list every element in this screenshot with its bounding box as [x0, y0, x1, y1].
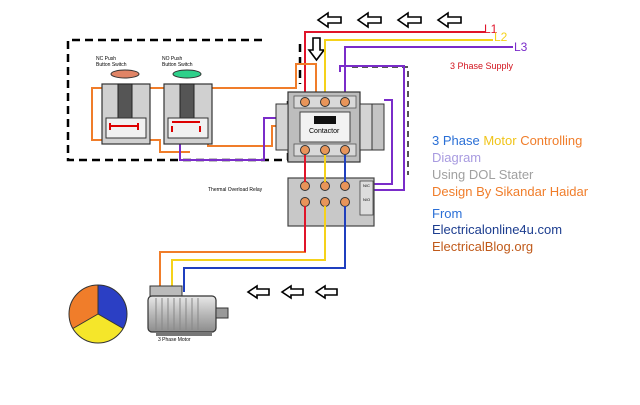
line-label-l3: L3 — [514, 40, 528, 54]
contactor-label: Contactor — [309, 128, 340, 135]
relay-nc-label: N/C — [363, 183, 370, 188]
no-switch-label: NO Push Button Switch — [162, 56, 193, 68]
no-switch-label-line2: Button Switch — [162, 62, 193, 68]
three-phase-motor[interactable] — [147, 285, 229, 336]
left-arrow-icon — [356, 11, 382, 29]
info-title-part2: Motor — [483, 133, 517, 148]
relay-no-label: N/O — [363, 197, 371, 202]
l3-wire — [344, 46, 513, 92]
flow-arrows-bottom — [246, 284, 338, 300]
no-push-button-switch[interactable] — [163, 69, 213, 145]
nc-push-button-switch[interactable] — [101, 69, 151, 145]
l1-wire — [304, 31, 485, 92]
l2-wire — [324, 39, 493, 92]
motor-wire-yellow — [171, 206, 326, 296]
line-label-l1: L1 — [484, 22, 498, 36]
left-arrow-icon — [396, 11, 422, 29]
phase-wheel-icon — [68, 284, 128, 344]
info-title: 3 Phase Motor Controlling — [432, 133, 582, 149]
overload-label: Thermal Overload Relay — [208, 187, 263, 193]
info-line3: Using DOL Stater — [432, 167, 534, 182]
supply-label: 3 Phase Supply — [450, 61, 514, 71]
motor-wire-blue — [183, 206, 346, 292]
flow-arrows-top — [316, 11, 462, 29]
motor-wire-red — [159, 206, 306, 292]
left-arrow-icon — [316, 11, 342, 29]
nc-switch-label: NC Push Button Switch — [96, 56, 127, 68]
line-label-l2: L2 — [494, 30, 508, 44]
info-title-part1: 3 Phase — [432, 133, 480, 148]
no-switch-label-line1: NO Push — [162, 56, 183, 62]
info-line4: Design By Sikandar Haidar — [432, 184, 589, 199]
info-line6: Electricalonline4u.com — [432, 222, 563, 237]
left-arrow-icon — [436, 11, 462, 29]
supply-wires — [304, 31, 513, 92]
power-wires — [159, 155, 346, 296]
info-line7: ElectricalBlog.org — [432, 239, 534, 254]
info-title-part3: Controlling — [520, 133, 583, 148]
thermal-overload-relay[interactable] — [287, 177, 375, 227]
info-line2: Diagram — [432, 150, 482, 165]
left-arrow-icon — [314, 284, 338, 300]
nc-switch-label-line2: Button Switch — [96, 62, 127, 68]
nc-switch-label-line1: NC Push — [96, 56, 117, 62]
down-arrow-icon — [307, 37, 326, 62]
control-wires — [91, 63, 405, 191]
contactor[interactable] — [275, 91, 385, 163]
left-arrow-icon — [280, 284, 304, 300]
left-arrow-icon — [246, 284, 270, 300]
info-line5: From — [432, 206, 463, 221]
relay-enclosure-dashed — [352, 66, 409, 175]
motor-label: 3 Phase Motor — [158, 337, 191, 343]
